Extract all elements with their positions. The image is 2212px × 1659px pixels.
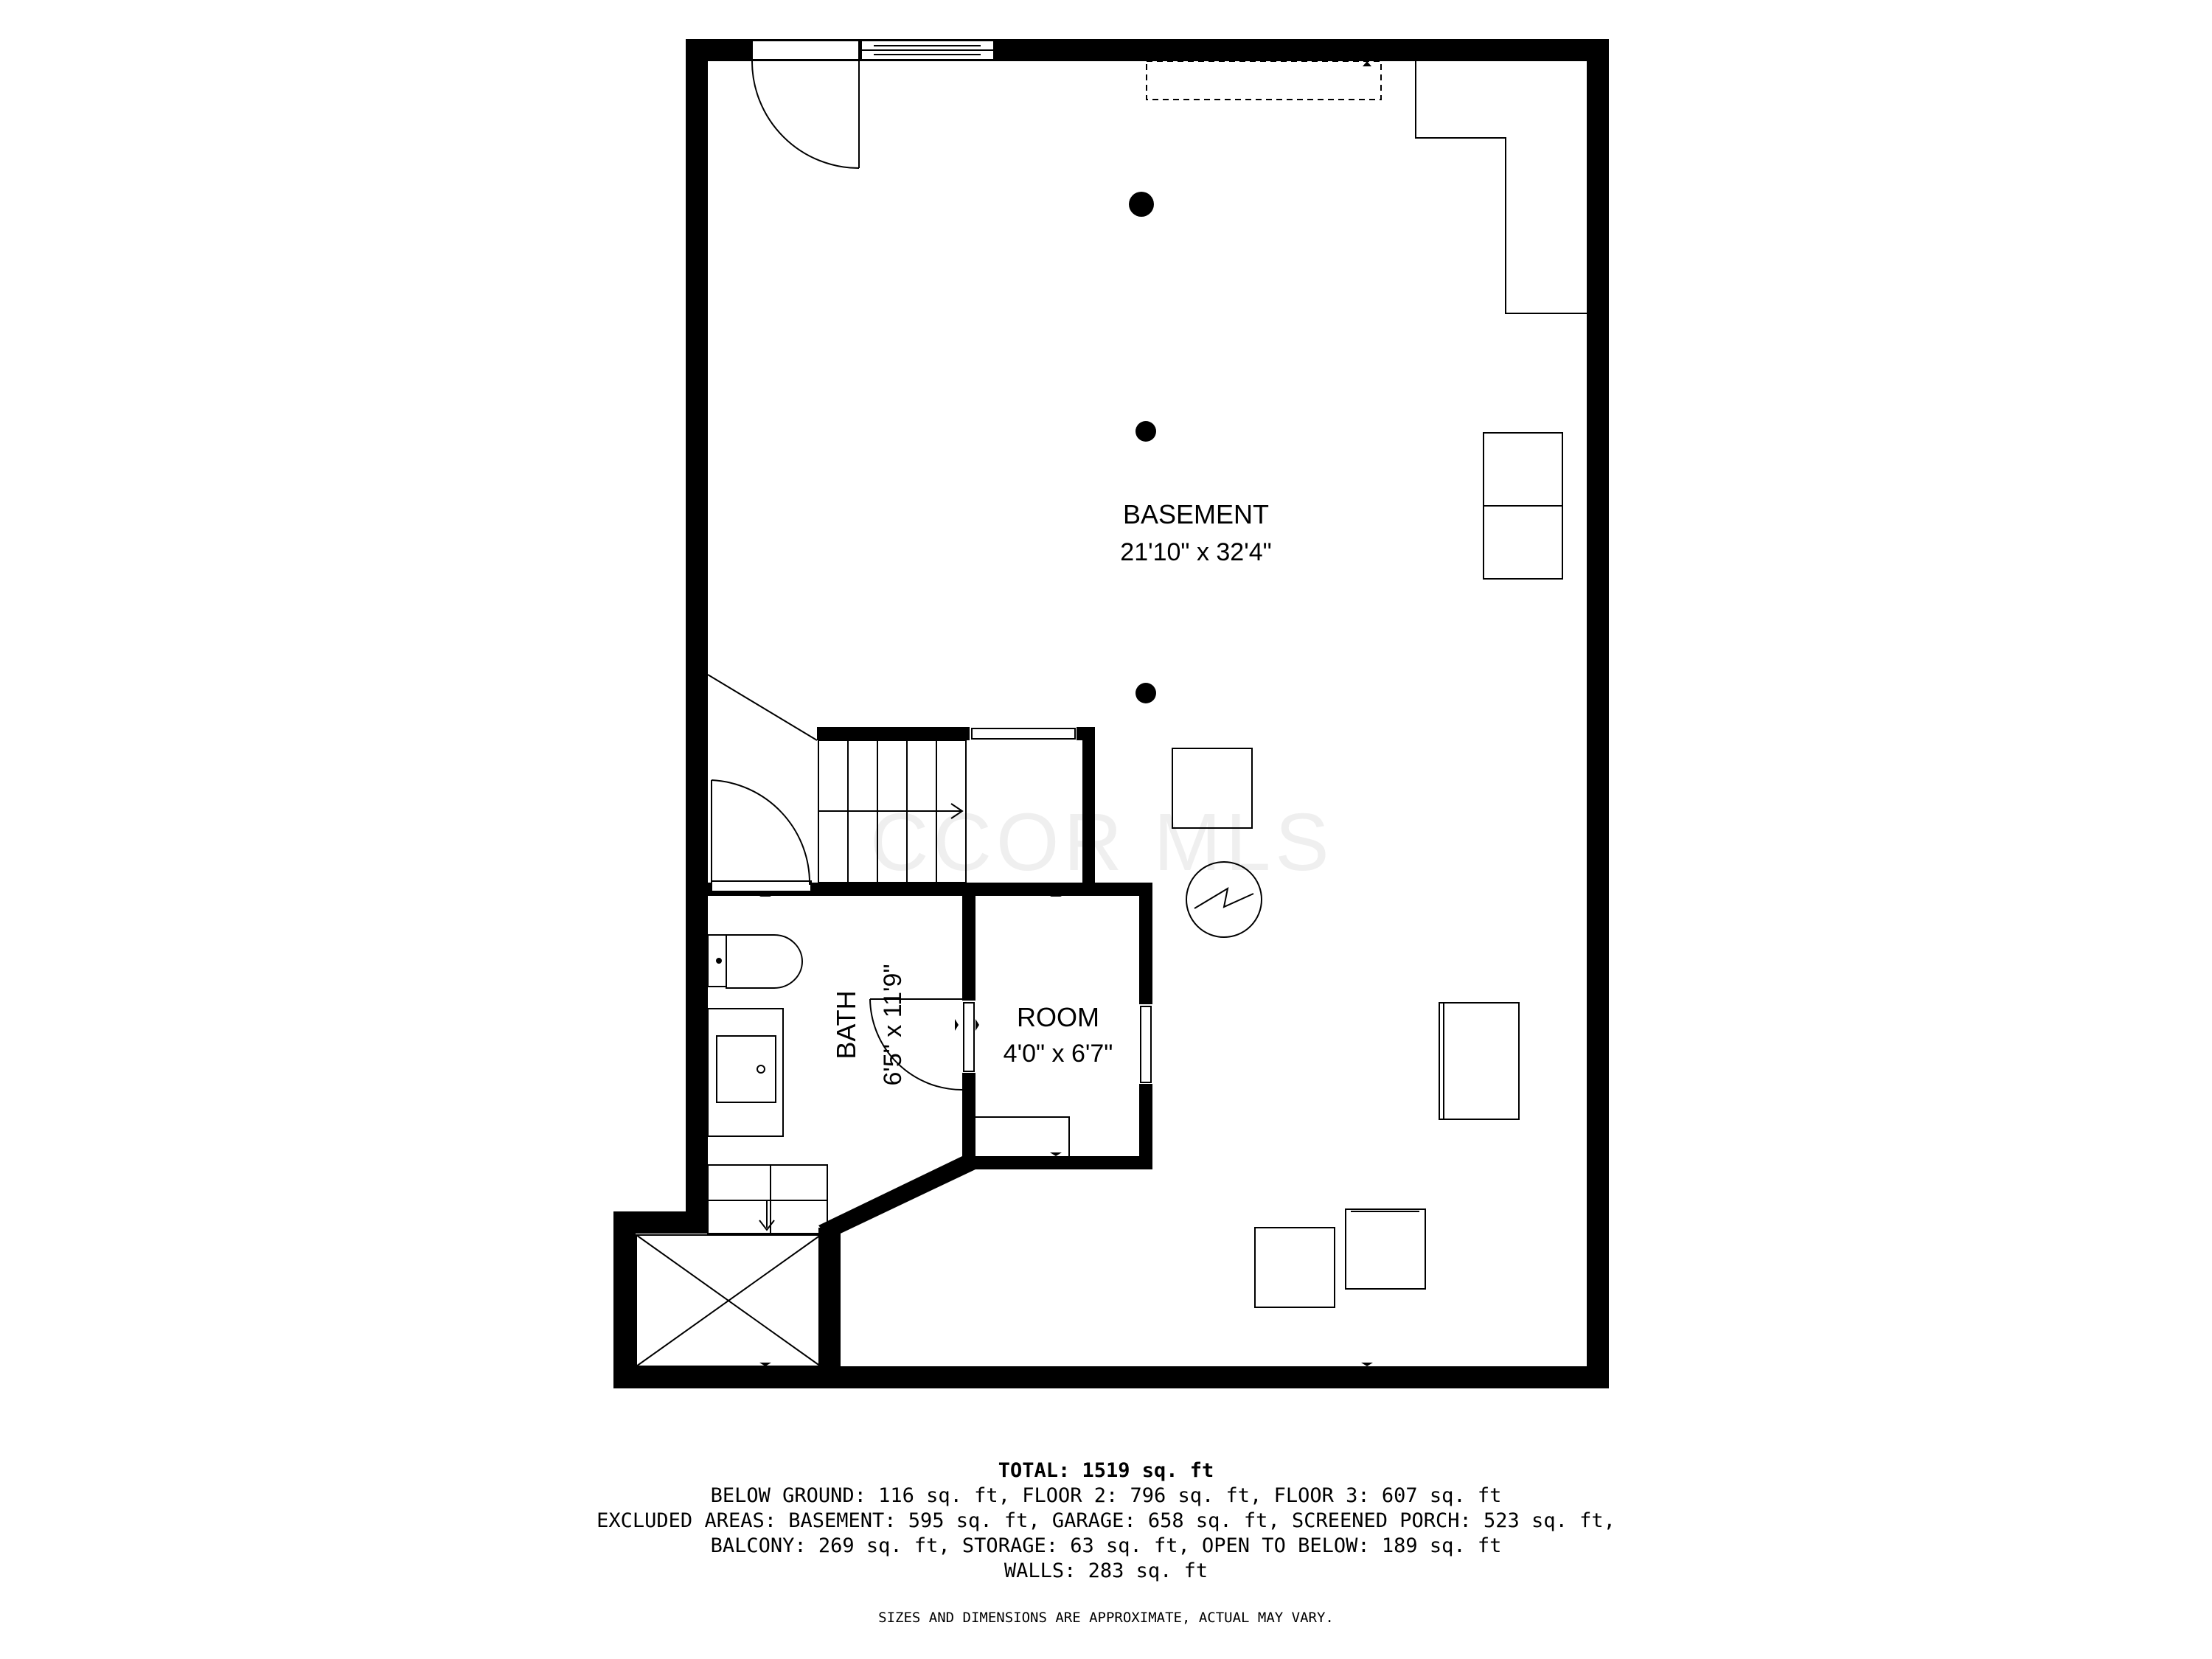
doors (711, 60, 963, 1091)
bath-name: BATH (831, 990, 861, 1059)
storage-box (636, 1234, 821, 1367)
dashed-opening (1146, 60, 1382, 100)
summary-line-4: WALLS: 283 sq. ft (1004, 1559, 1208, 1582)
summary-line-3: BALCONY: 269 sq. ft, STORAGE: 63 sq. ft,… (710, 1534, 1502, 1557)
area-summary: TOTAL: 1519 sq. ft BELOW GROUND: 116 sq.… (0, 1458, 2212, 1584)
stair-wall-window (971, 728, 1076, 740)
floor-plan: CCOR MLS (613, 39, 1609, 1388)
summary-line-1: BELOW GROUND: 116 sq. ft, FLOOR 2: 796 s… (710, 1484, 1502, 1507)
room-name: ROOM (1017, 1002, 1099, 1032)
room-right-opening (1140, 1006, 1152, 1083)
stairs (818, 740, 967, 883)
exterior-walls (613, 39, 1609, 1388)
bath-door-jamb (963, 1002, 975, 1072)
room-dims: 4'0" x 6'7" (1004, 1040, 1113, 1068)
top-windows (751, 40, 995, 60)
wall-markers (704, 61, 1590, 1366)
summary-line-2: EXCLUDED AREAS: BASEMENT: 595 sq. ft, GA… (597, 1509, 1615, 1532)
bath-dims: 6'5" x 11'9" (879, 964, 907, 1085)
total-area: TOTAL: 1519 sq. ft (998, 1459, 1214, 1482)
appliances (707, 432, 1563, 1308)
basement-dims: 21'10" x 32'4" (1120, 538, 1271, 566)
stair-guard-line (707, 674, 818, 741)
disclaimer: SIZES AND DIMENSIONS ARE APPROXIMATE, AC… (878, 1610, 1334, 1626)
support-posts (1129, 192, 1156, 703)
basement-name: BASEMENT (1123, 499, 1269, 529)
top-right-closet (1415, 61, 1587, 314)
lower-door-jamb (711, 880, 812, 892)
lower-stairs (707, 1164, 828, 1234)
interior-walls (708, 727, 1152, 1239)
